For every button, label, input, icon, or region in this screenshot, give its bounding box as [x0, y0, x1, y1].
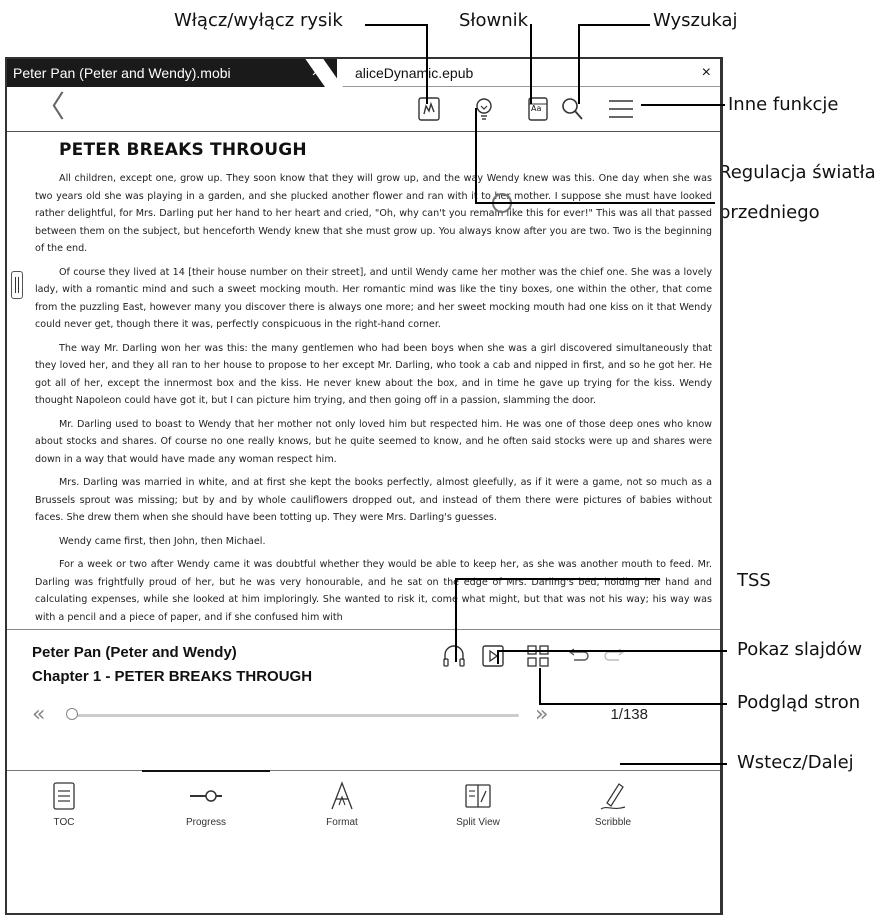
paragraph: Mrs. Darling was married in white, and a… [35, 477, 712, 523]
callout-line [497, 650, 727, 652]
nav-progress[interactable]: Progress [161, 781, 251, 828]
tab-label: aliceDynamic.epub [355, 65, 474, 81]
paragraph: The way Mr. Darling won her was this: th… [35, 342, 712, 407]
callout-frontlight-1: Regulacja światła [719, 162, 876, 183]
nav-label: Split View [456, 817, 500, 828]
menu-icon [609, 100, 633, 118]
callout-line [620, 763, 727, 765]
callout-search: Wyszukaj [653, 10, 738, 31]
dictionary-button[interactable]: Aa [525, 95, 551, 123]
paragraph: All children, except one, grow up. They … [35, 173, 712, 254]
dictionary-icon [528, 97, 548, 121]
callout-line [530, 24, 532, 104]
callout-tts: TSS [737, 570, 771, 591]
nav-label: Progress [185, 817, 226, 828]
callout-more: Inne funkcje [728, 94, 839, 115]
format-icon [331, 781, 353, 810]
frontlight-button[interactable] [471, 95, 497, 123]
stylus-toggle-button[interactable] [416, 95, 442, 123]
close-icon[interactable]: × [701, 64, 711, 81]
redo-icon [604, 648, 625, 661]
forward-history-button[interactable] [602, 644, 628, 668]
slideshow-button[interactable] [480, 644, 506, 668]
chapter-heading: PETER BREAKS THROUGH [59, 140, 307, 160]
callout-line [497, 650, 499, 664]
paragraph: Of course they lived at 14 [their house … [35, 266, 712, 331]
headphones-icon [443, 645, 465, 667]
callout-stylus: Włącz/wyłącz rysik [174, 10, 343, 31]
callout-line [475, 202, 715, 204]
lightbulb-icon [476, 98, 492, 120]
nav-format[interactable]: Format [297, 781, 387, 828]
paragraph: For a week or two after Wendy came it wa… [35, 559, 712, 623]
tab-peter-pan[interactable]: Peter Pan (Peter and Wendy).mobi × [7, 59, 337, 87]
progress-icon [190, 790, 222, 802]
callout-line [539, 703, 727, 705]
list-icon [53, 782, 75, 810]
callout-line [365, 24, 427, 26]
progress-thumb[interactable] [66, 708, 79, 720]
active-indicator [142, 770, 270, 772]
nav-label: Scribble [594, 817, 632, 828]
nav-toc[interactable]: TOC [19, 781, 109, 828]
book-page[interactable]: PETER BREAKS THROUGH All children, excep… [7, 132, 720, 632]
dictionary-icon-text: Aa [531, 104, 542, 113]
progress-row: « » 1/138 [7, 700, 720, 730]
search-icon [562, 98, 583, 120]
callout-line [455, 578, 660, 580]
search-button[interactable] [559, 95, 585, 123]
callout-line [475, 108, 477, 204]
split-view-icon [465, 784, 491, 808]
page-number: 1/138 [610, 706, 648, 723]
tts-button[interactable] [441, 644, 467, 668]
bottom-nav: TOC Progress Format [7, 770, 720, 913]
scribble-icon [600, 783, 626, 810]
book-title: Peter Pan (Peter and Wendy) [32, 644, 237, 661]
callout-slideshow: Pokaz slajdów [737, 639, 863, 660]
reader-device: Peter Pan (Peter and Wendy).mobi × alice… [5, 57, 723, 915]
side-drawer-handle[interactable] [11, 271, 23, 299]
callout-line [641, 104, 725, 106]
callout-frontlight-2: przedniego [719, 202, 820, 223]
undo-icon [568, 648, 589, 661]
chapter-title: Chapter 1 - PETER BREAKS THROUGH [32, 668, 313, 685]
nav-label: Format [326, 817, 358, 828]
progress-track[interactable] [67, 714, 519, 717]
stylus-icon [418, 97, 440, 121]
reader-toolbar: 〈 Aa [7, 87, 720, 132]
nav-split-view[interactable]: Split View [433, 781, 523, 828]
nav-scribble[interactable]: Scribble [568, 781, 658, 828]
tab-bar: Peter Pan (Peter and Wendy).mobi × alice… [7, 59, 720, 87]
callout-line [578, 24, 650, 26]
tab-alice[interactable]: aliceDynamic.epub × [337, 59, 720, 87]
grid-icon [527, 645, 549, 667]
paragraph: Wendy came first, then John, then Michae… [59, 535, 266, 547]
next-chapter-button[interactable]: » [535, 702, 549, 727]
prev-chapter-button[interactable]: « [32, 702, 46, 727]
back-button[interactable]: 〈 [35, 90, 65, 125]
callout-page-preview: Podgląd stron [737, 692, 861, 713]
callout-line [539, 668, 541, 704]
back-history-button[interactable] [565, 644, 591, 668]
nav-label: TOC [53, 817, 75, 828]
reading-panel: Peter Pan (Peter and Wendy) Chapter 1 - … [7, 629, 720, 790]
callout-dictionary: Słownik [459, 10, 529, 31]
callout-line [455, 578, 457, 662]
callout-line [578, 24, 580, 104]
play-icon [482, 645, 504, 667]
tab-label: Peter Pan (Peter and Wendy).mobi [13, 65, 231, 81]
callout-line [426, 24, 428, 104]
page-preview-button[interactable] [525, 644, 551, 668]
more-functions-button[interactable] [606, 95, 636, 123]
paragraph: Mr. Darling used to boast to Wendy that … [35, 418, 712, 465]
callout-back-forward: Wstecz/Dalej [737, 752, 854, 773]
